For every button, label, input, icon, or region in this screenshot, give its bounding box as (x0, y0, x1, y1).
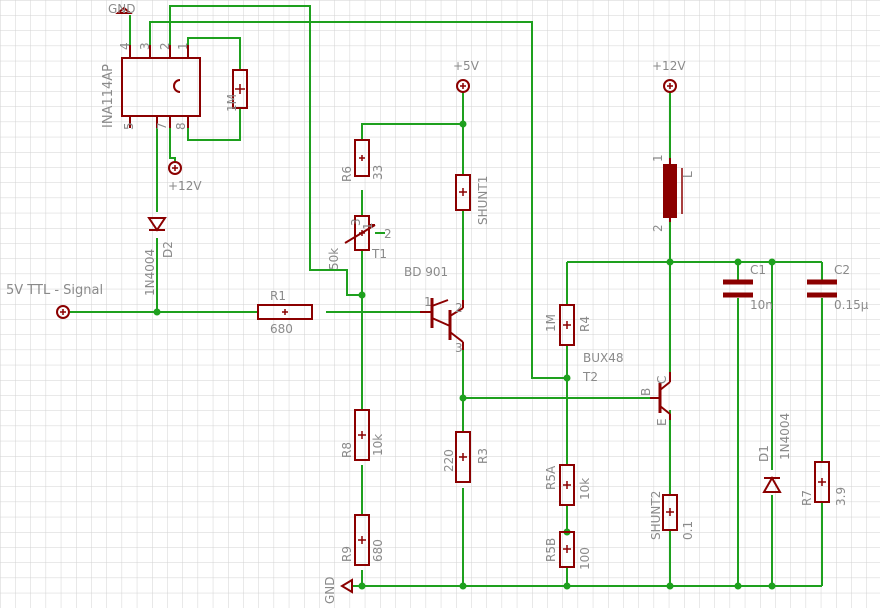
label-r4-name: R4 (578, 316, 592, 332)
label-c2-value: 0.15µ (834, 298, 869, 312)
wire-12v-ic (169, 128, 176, 162)
diode-d2-body (147, 217, 167, 232)
label-d1-name: D1 (757, 445, 771, 462)
label-r5b-name: R5B (544, 538, 558, 562)
label-t2-name: T2 (582, 370, 598, 384)
wire-ic-pin1-1m (187, 37, 241, 70)
components (56, 6, 837, 594)
input-signal-symbol (56, 305, 70, 319)
ic-ina114-body (121, 57, 201, 117)
gnd-top-symbol (115, 6, 133, 14)
label-shunt2-value: 0.1 (681, 521, 695, 540)
label-r8-value: 10k (371, 434, 385, 456)
label-q1-pin1: 1 (424, 295, 432, 309)
label-pot-value: 50k (327, 248, 341, 270)
supply-5v-symbol (456, 79, 470, 93)
label-r-1m-top: 1M (225, 94, 239, 112)
label-r9-value: 680 (371, 539, 385, 562)
label-12v-ic: +12V (168, 179, 202, 193)
resistor-r7 (814, 461, 830, 503)
label-t1-pin1: 1 (361, 222, 375, 230)
plus-marks (60, 83, 826, 553)
wire-ic-to-divider (169, 5, 362, 296)
labels: GND INA114AP 4 3 2 1 5 7 8 1M +12V 1N400… (6, 2, 869, 604)
junctions (153, 120, 776, 590)
label-d1-type: 1N4004 (778, 413, 792, 460)
shunt2 (662, 494, 678, 531)
label-bux48: BUX48 (583, 351, 624, 365)
label-ic-pin2: 2 (158, 42, 172, 50)
diode-d1-body (762, 475, 782, 493)
label-r9-name: R9 (340, 546, 354, 562)
ic-notch (173, 79, 181, 93)
label-12v-right: +12V (652, 59, 686, 73)
resistor-r1 (257, 304, 313, 320)
label-q1-pin3: 3 (455, 341, 463, 355)
resistor-r5a (559, 464, 575, 506)
label-r4-value: 1M (544, 314, 558, 332)
label-r5b-value: 100 (578, 547, 592, 570)
label-l-pin1: 1 (651, 154, 665, 162)
label-q1-pin2: 2 (455, 301, 463, 315)
label-t2-b: B (639, 388, 653, 396)
label-ic-pin3: 3 (138, 42, 152, 50)
label-r7-name: R7 (800, 490, 814, 506)
label-bd901: BD 901 (404, 265, 448, 279)
resistor-r8 (354, 409, 370, 461)
label-t1-pin3: 3 (349, 218, 363, 226)
wires (70, 5, 823, 587)
label-r7-value: 3.9 (834, 487, 848, 506)
label-ic-name: INA114AP (101, 64, 116, 128)
resistor-r3 (455, 431, 471, 483)
supply-12v-ic-symbol (168, 161, 182, 175)
label-ic-pin1: 1 (176, 42, 190, 50)
label-ic-pin5: 5 (122, 122, 136, 130)
label-t1-pin2: 2 (384, 227, 392, 241)
resistor-r5b (559, 531, 575, 568)
label-r1-value: 680 (270, 322, 293, 336)
label-ic-pin8: 8 (174, 122, 188, 130)
inductor-l (663, 164, 677, 218)
label-gnd-top: GND (108, 2, 136, 16)
label-r6-value: 33 (371, 165, 385, 180)
pot-t1 (354, 215, 370, 251)
wire-r6-top (361, 123, 463, 140)
label-5v: +5V (453, 59, 480, 73)
label-t2-e: E (655, 418, 669, 426)
resistor-r4 (559, 304, 575, 346)
supply-12v-right-symbol (663, 79, 677, 93)
label-shunt2: SHUNT2 (649, 491, 663, 540)
label-c2-name: C2 (834, 263, 850, 277)
label-d2-name: D2 (161, 241, 175, 258)
label-gnd-bottom: GND (323, 576, 337, 604)
label-r5a-name: R5A (544, 465, 558, 490)
wire-ic-to-r4 (149, 21, 565, 379)
label-ttl-signal: 5V TTL - Signal (6, 283, 103, 298)
resistor-r9 (354, 514, 370, 566)
label-c1-name: C1 (750, 263, 766, 277)
wire-1m-pin8 (187, 108, 241, 141)
label-ic-pin7: 7 (155, 122, 169, 130)
resistor-1m-ic (232, 69, 248, 109)
label-l-name: L (681, 171, 695, 178)
label-r6-name: R6 (340, 166, 354, 182)
label-r3-name: R3 (476, 448, 490, 464)
label-ic-pin4: 4 (118, 42, 132, 50)
label-l-pin2: 2 (651, 224, 665, 232)
resistor-r6 (354, 139, 370, 177)
label-r1-name: R1 (270, 289, 286, 303)
label-shunt1: SHUNT1 (476, 176, 490, 225)
label-r5a-value: 10k (578, 478, 592, 500)
label-c1-value: 10n (750, 298, 773, 312)
label-r8-name: R8 (340, 442, 354, 458)
gnd-bottom-symbol (340, 578, 353, 594)
label-t2-c: C (655, 376, 669, 384)
label-t1-name: T1 (371, 247, 387, 261)
shunt1 (455, 174, 471, 211)
label-r3-value: 220 (442, 449, 456, 472)
label-d2-type: 1N4004 (143, 249, 157, 296)
